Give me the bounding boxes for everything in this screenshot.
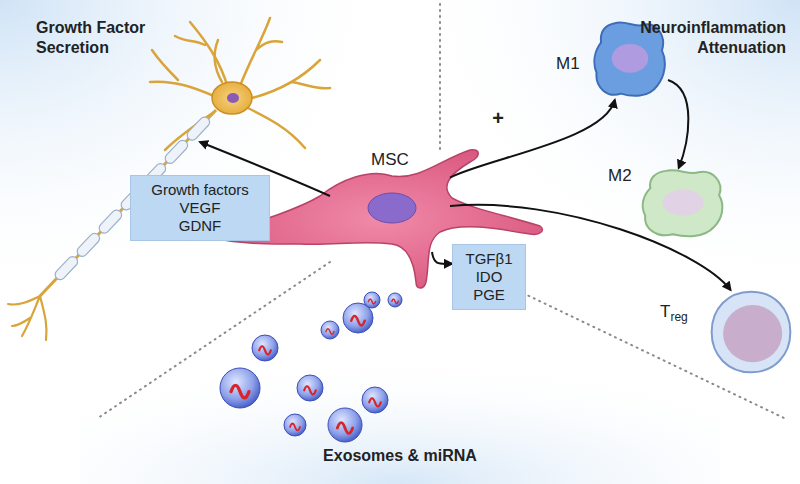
box-text: Growth factors	[151, 181, 249, 199]
cell-label: M2	[608, 166, 632, 186]
box-text: TGFβ1	[466, 250, 513, 268]
box-text: IDO	[476, 268, 503, 286]
factor-box: Growth factorsVEGFGDNF	[130, 175, 270, 241]
connector-arrow	[450, 100, 615, 178]
box-text: PGE	[473, 286, 505, 304]
section-title: Exosomes & miRNA	[300, 446, 500, 466]
msc-cell: MSC	[330, 150, 450, 252]
section-title: Neuroinflammation Attenuation	[626, 18, 786, 58]
cell-label: M1	[556, 54, 580, 74]
cell-outline	[710, 290, 792, 374]
factor-box: TGFβ1IDOPGE	[452, 244, 526, 310]
treg-cell: Treg	[710, 290, 792, 374]
macrophage-cell: M2	[640, 168, 726, 240]
cell-outline	[640, 168, 726, 240]
box-text: VEGF	[180, 199, 221, 217]
connector-arrow	[668, 80, 688, 168]
connector-arrow	[432, 252, 452, 264]
section-title: Growth Factor Secretion	[36, 18, 166, 58]
cell-label: Treg	[660, 302, 688, 324]
cell-label: MSC	[371, 150, 409, 170]
edge-label: +	[492, 107, 504, 130]
box-text: GDNF	[179, 217, 222, 235]
